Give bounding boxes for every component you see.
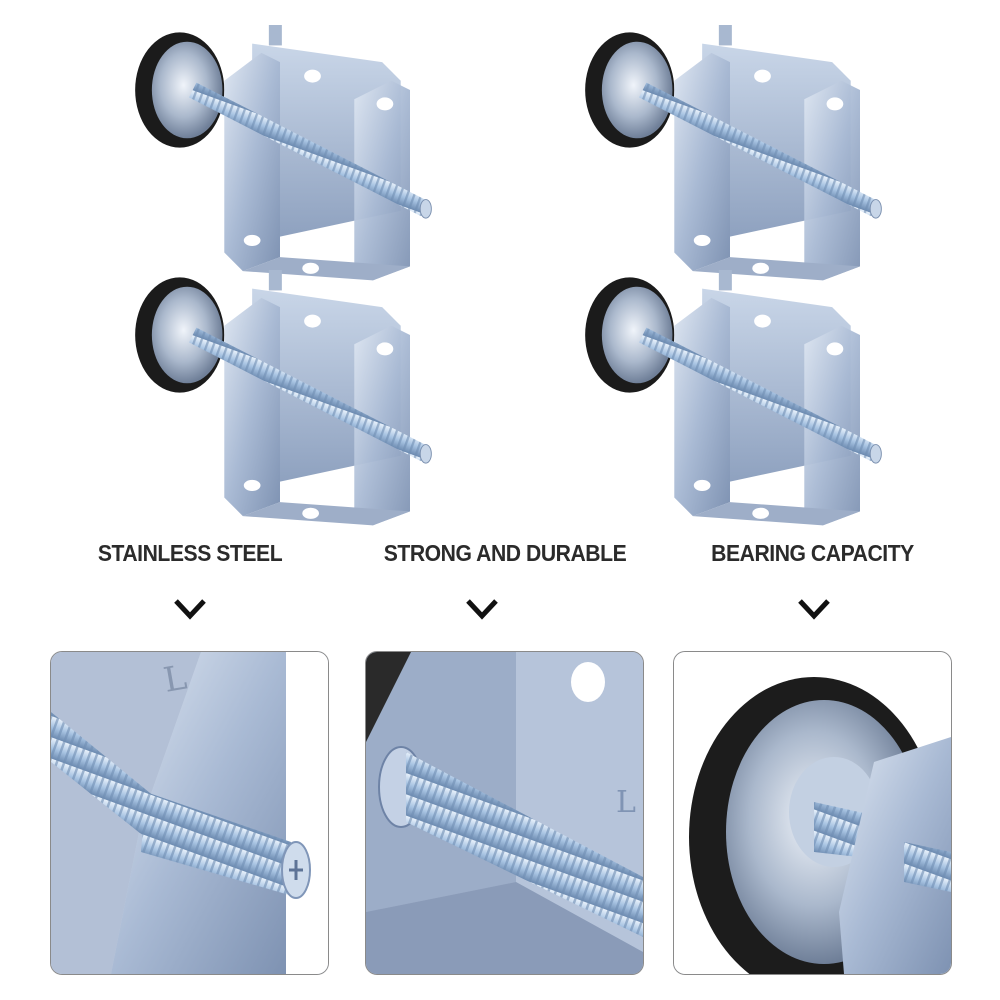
product-image-middle-left [134, 270, 432, 526]
bolt-tip-closeup: L [51, 652, 328, 974]
product-image-middle-right [584, 270, 882, 526]
feature-label-stainless-steel: STAINLESS STEEL [97, 540, 283, 566]
feature-label-bearing-capacity: BEARING CAPACITY [711, 540, 914, 566]
product-image-top-left [134, 25, 432, 281]
detail-panel-strong-durable: L [365, 651, 644, 975]
chevron-down-icon [466, 599, 498, 620]
bolt-closeup: L [366, 652, 643, 974]
detail-panel-bearing-capacity [673, 651, 952, 975]
detail-panel-stainless-steel: L [50, 651, 329, 975]
foot-pad-closeup [674, 652, 951, 974]
chevron-down-icon [174, 599, 206, 620]
feature-label-strong-durable: STRONG AND DURABLE [383, 540, 627, 566]
svg-text:L: L [616, 785, 636, 820]
chevron-down-icon [798, 599, 830, 620]
product-image-top-right [584, 25, 882, 281]
